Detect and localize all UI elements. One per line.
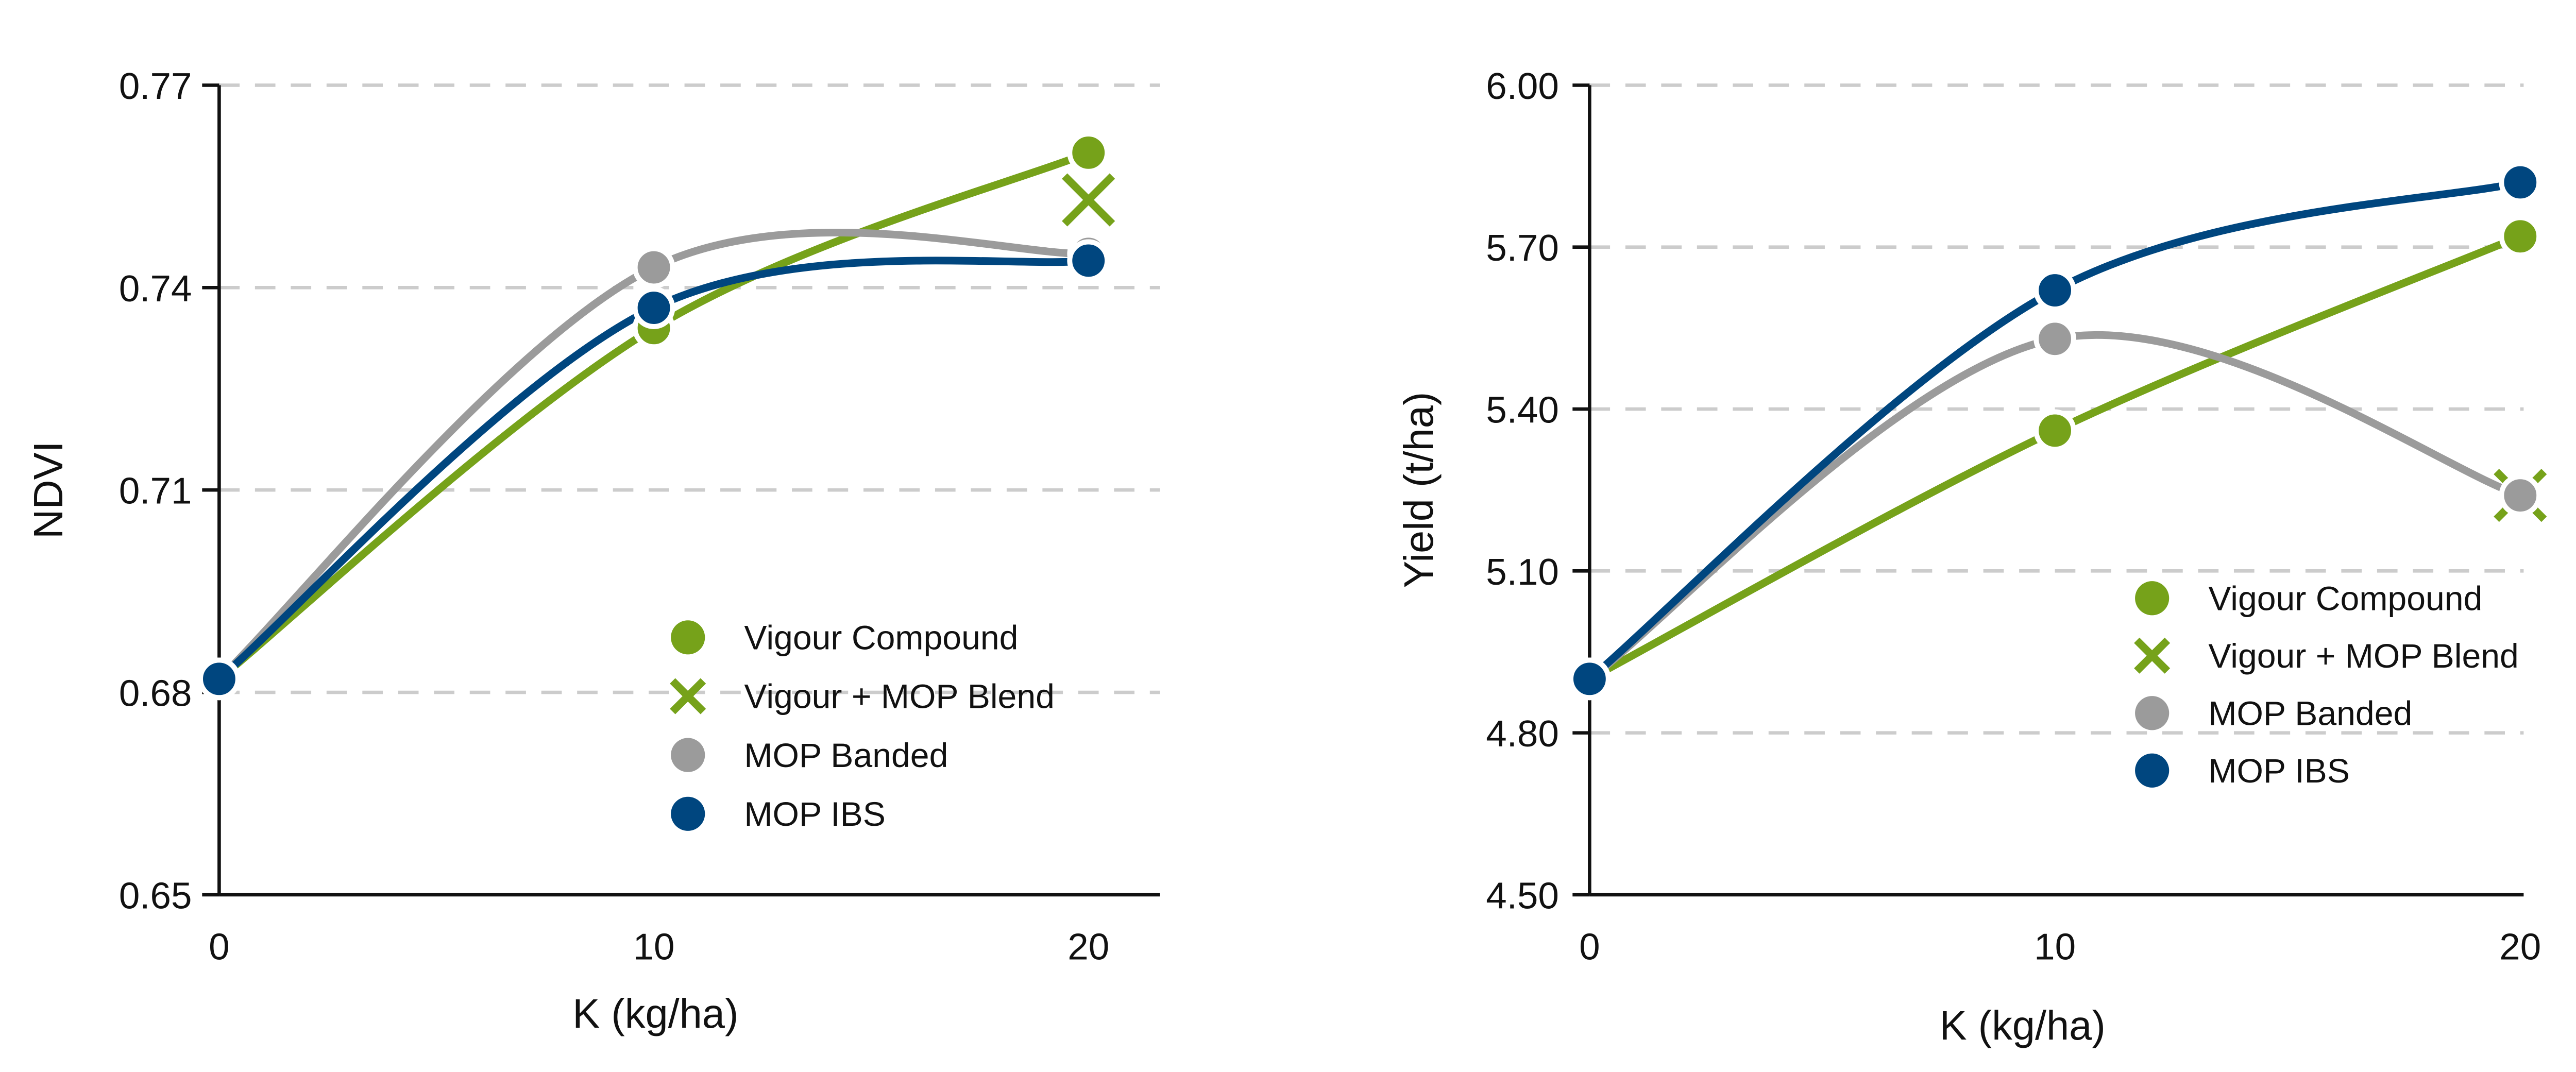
data-point xyxy=(632,286,675,329)
x-tick-label: 0 xyxy=(209,926,229,968)
legend-marker xyxy=(671,738,705,772)
legend-marker xyxy=(671,620,705,655)
data-point xyxy=(632,246,675,289)
y-tick-label: 5.10 xyxy=(1486,551,1559,593)
data-point xyxy=(2033,317,2076,361)
legend-marker xyxy=(2135,581,2170,616)
legend-marker-x xyxy=(2134,637,2171,674)
x-tick-label: 10 xyxy=(633,926,675,968)
legend-label: MOP IBS xyxy=(2208,752,2350,790)
legend-marker xyxy=(2135,753,2170,788)
data-point xyxy=(2499,161,2542,204)
y-tick-label: 5.40 xyxy=(1486,389,1559,431)
x-axis-label: K (kg/ha) xyxy=(572,991,738,1036)
x-tick-label: 20 xyxy=(2499,926,2541,968)
data-point xyxy=(2033,269,2076,312)
x-tick-label: 10 xyxy=(2034,926,2076,968)
legend-marker-x xyxy=(670,678,706,714)
legend-marker xyxy=(2135,696,2170,730)
x-tick-label: 0 xyxy=(1579,926,1600,968)
y-tick-label: 0.65 xyxy=(119,875,192,916)
data-point xyxy=(2499,474,2542,517)
legend-label: MOP Banded xyxy=(2208,694,2412,733)
y-tick-label: 4.80 xyxy=(1486,713,1559,755)
x-tick-label: 20 xyxy=(1067,926,1109,968)
y-tick-label: 4.50 xyxy=(1486,875,1559,916)
legend-label: Vigour Compound xyxy=(2208,580,2482,618)
y-tick-label: 5.70 xyxy=(1486,227,1559,269)
chart-2: 4.50 4.80 5.10 5.40 5.70 6.00 0 10 20 K (kg/ha) Yi… xyxy=(1396,65,2547,1048)
series-line xyxy=(216,149,1090,682)
y-tick-label: 0.74 xyxy=(119,268,192,310)
legend-label: Vigour Compound xyxy=(744,619,1018,657)
chart-1: 0.65 0.68 0.71 0.74 0.77 0 10 20 K (kg/ha) NDVI Vi… xyxy=(25,65,1160,1036)
series-line xyxy=(216,229,1089,682)
data-point-x xyxy=(1062,173,1115,227)
data-point xyxy=(198,657,241,701)
legend-label: Vigour + MOP Blend xyxy=(744,678,1055,716)
y-tick-label: 0.68 xyxy=(119,673,192,714)
data-point xyxy=(2499,215,2542,258)
x-axis-label: K (kg/ha) xyxy=(1940,1002,2106,1048)
y-axis-label: NDVI xyxy=(25,441,71,539)
legend-label: MOP Banded xyxy=(744,737,948,775)
series-line xyxy=(1587,331,2522,682)
data-point xyxy=(1067,131,1110,174)
y-tick-label: 0.77 xyxy=(119,65,192,107)
data-point xyxy=(2033,409,2076,452)
y-tick-label: 0.71 xyxy=(119,470,192,512)
data-point xyxy=(1568,657,1611,701)
legend-marker xyxy=(671,796,705,831)
legend-label: MOP IBS xyxy=(744,795,886,833)
y-axis-label: Yield (t/ha) xyxy=(1396,392,1442,588)
y-tick-label: 6.00 xyxy=(1486,65,1559,107)
legend-label: Vigour + MOP Blend xyxy=(2208,637,2519,675)
data-point xyxy=(1067,239,1110,282)
